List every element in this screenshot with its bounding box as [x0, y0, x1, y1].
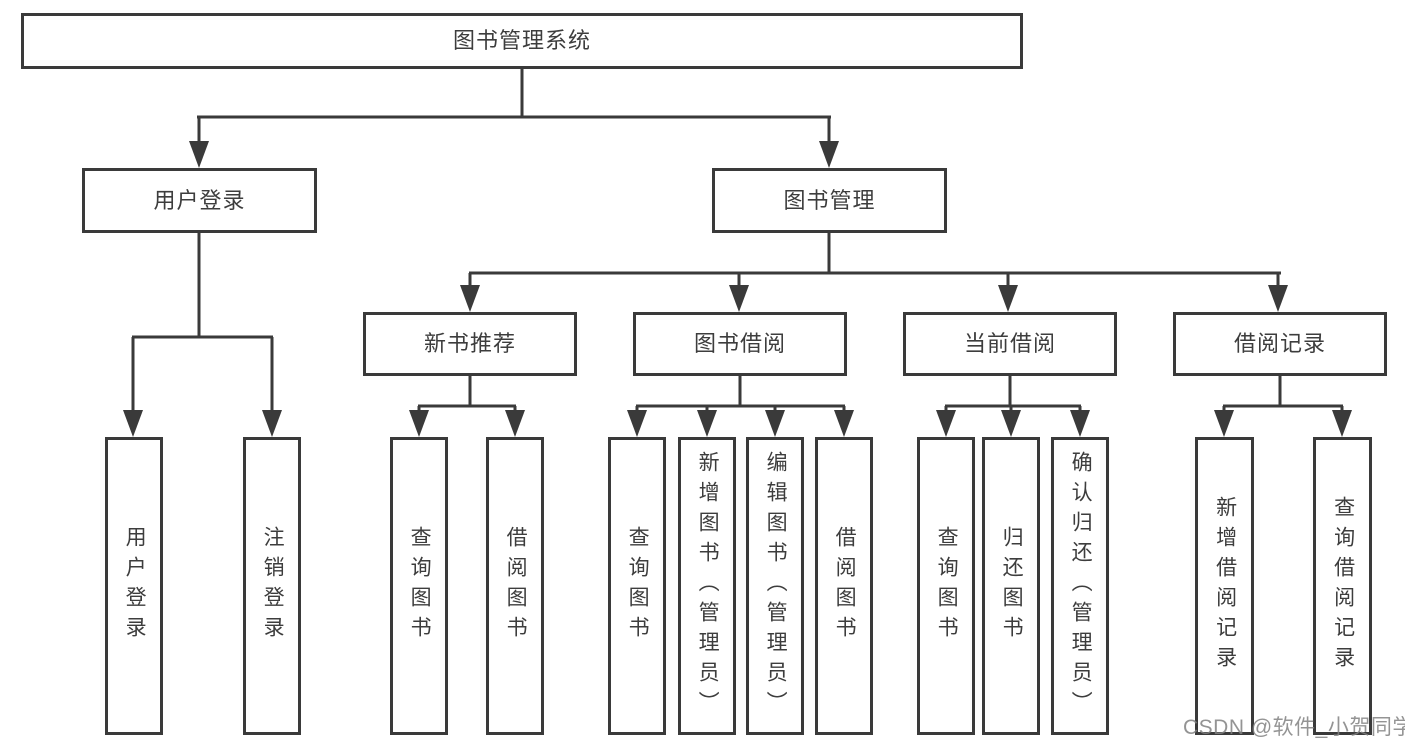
- leaf-borrow-borrow-books: 借阅图书: [815, 437, 873, 735]
- leaf-recommend-borrow-books: 借阅图书: [486, 437, 544, 735]
- node-book-borrow: 图书借阅: [633, 312, 847, 376]
- leaf-records-add-record: 新增借阅记录: [1195, 437, 1254, 735]
- leaf-records-query-record: 查询借阅记录: [1313, 437, 1372, 735]
- leaf-current-return-books: 归还图书: [982, 437, 1040, 735]
- node-current-borrow: 当前借阅: [903, 312, 1117, 376]
- node-user-login: 用户登录: [82, 168, 317, 233]
- leaf-borrow-add-books-admin: 新增图书（管理员）: [678, 437, 736, 735]
- leaf-logout: 注销登录: [243, 437, 301, 735]
- node-book-management: 图书管理: [712, 168, 947, 233]
- leaf-current-confirm-return-admin: 确认归还（管理员）: [1051, 437, 1109, 735]
- node-new-book-recommend: 新书推荐: [363, 312, 577, 376]
- node-root-system: 图书管理系统: [21, 13, 1023, 69]
- leaf-current-query-books: 查询图书: [917, 437, 975, 735]
- leaf-user-login: 用户登录: [105, 437, 163, 735]
- csdn-watermark: CSDN @软件_小贺同学: [1183, 716, 1405, 739]
- leaf-borrow-edit-books-admin: 编辑图书（管理员）: [746, 437, 804, 735]
- leaf-recommend-query-books: 查询图书: [390, 437, 448, 735]
- node-borrow-records: 借阅记录: [1173, 312, 1387, 376]
- leaf-borrow-query-books: 查询图书: [608, 437, 666, 735]
